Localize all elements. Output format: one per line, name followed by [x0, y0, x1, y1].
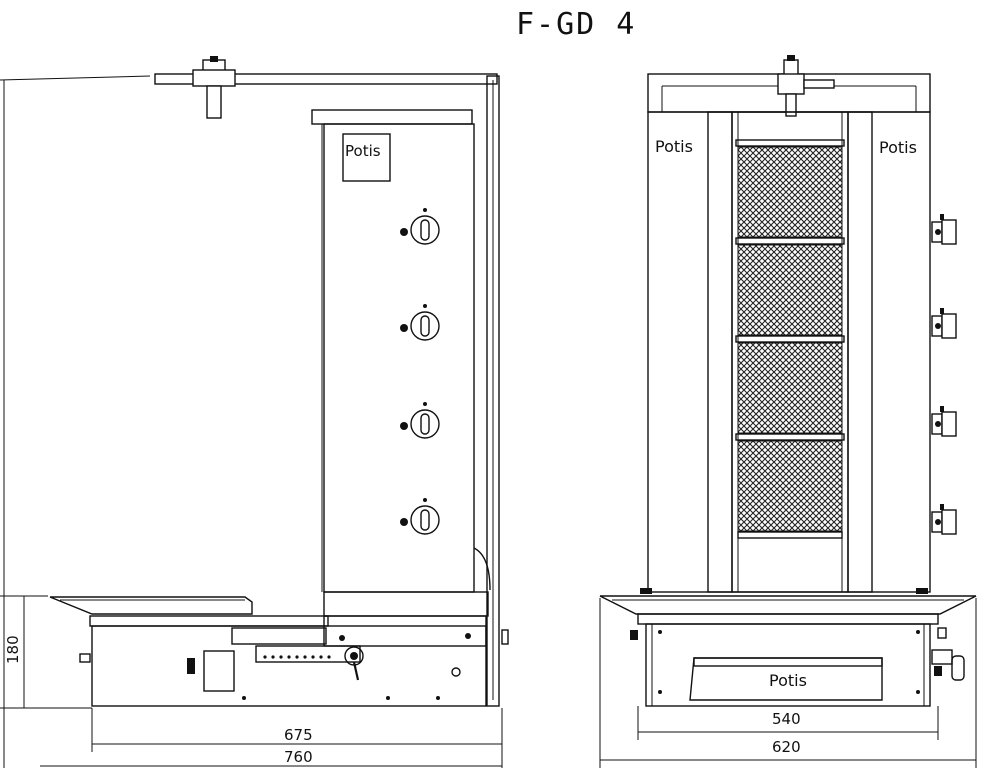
front-drawer-brand: Potis	[769, 671, 807, 690]
dimension-180: 180	[4, 635, 22, 664]
side-knob-1	[400, 208, 440, 245]
front-knob-3	[931, 406, 957, 437]
side-view: Potis	[0, 56, 509, 768]
front-view: Potis Potis	[599, 55, 977, 768]
dimension-side-depth: 675 760	[3, 708, 503, 768]
side-base	[79, 591, 509, 707]
front-brand-right: Potis	[879, 138, 917, 157]
burner-3	[735, 335, 845, 434]
dimension-front-width: 540 620	[599, 598, 977, 768]
burner-1	[735, 139, 845, 238]
front-brand-left: Potis	[655, 137, 693, 156]
dimension-675: 675	[284, 726, 313, 744]
burner-2	[735, 237, 845, 336]
front-knob-4	[931, 504, 957, 535]
side-knob-3	[400, 402, 440, 439]
dimension-760: 760	[284, 748, 313, 766]
dimension-side-height: 180	[0, 595, 92, 709]
dimension-620: 620	[772, 738, 801, 756]
side-knob-4	[400, 498, 440, 535]
dimension-540: 540	[772, 710, 801, 728]
front-base: Potis	[630, 613, 965, 707]
burner-4	[735, 433, 845, 532]
front-spit-mount	[777, 55, 835, 117]
heating-column: Potis	[311, 109, 491, 593]
front-knob-2	[931, 308, 957, 339]
spit-mount	[192, 56, 236, 119]
side-knob-2	[400, 304, 440, 341]
drawing-title: F-GD 4	[516, 7, 636, 42]
front-knob-1	[931, 214, 957, 245]
side-brand-label: Potis	[345, 142, 381, 160]
